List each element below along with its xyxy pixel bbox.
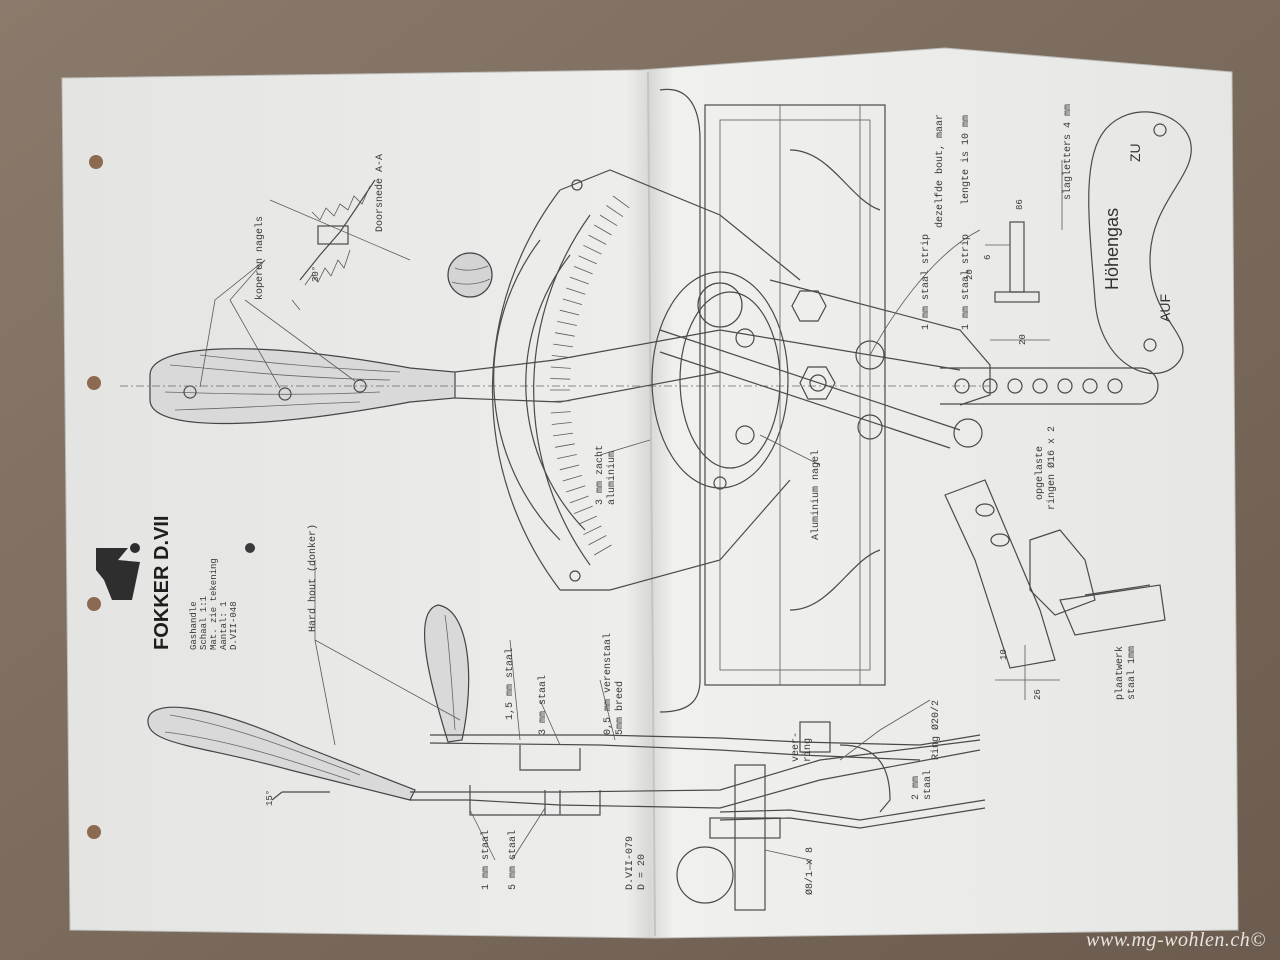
quadrant-tooth xyxy=(550,366,571,369)
svg-text:Doorsnede A-A: Doorsnede A-A xyxy=(374,154,386,232)
quadrant-tooth xyxy=(569,495,589,504)
drawing-title: FOKKER D.VII xyxy=(151,516,173,650)
svg-text:Schaal 1:1: Schaal 1:1 xyxy=(199,596,209,650)
svg-text:15°: 15° xyxy=(265,790,275,806)
svg-text:Aantal: 1: Aantal: 1 xyxy=(219,601,229,650)
quadrant-tooth xyxy=(554,443,575,448)
svg-text:Hard hout (donker): Hard hout (donker) xyxy=(307,524,319,632)
svg-text:lengte is 10 mm: lengte is 10 mm xyxy=(960,115,972,205)
svg-text:86: 86 xyxy=(1015,199,1025,210)
quadrant-tooth xyxy=(593,224,612,236)
quadrant-tooth xyxy=(553,343,574,348)
svg-text:Gashandle: Gashandle xyxy=(189,601,199,650)
plate-label: Höhengas xyxy=(1102,208,1122,290)
svg-text:aluminium: aluminium xyxy=(606,451,618,505)
svg-text:1 mm staal strip: 1 mm staal strip xyxy=(960,234,972,330)
quadrant-tooth xyxy=(559,309,580,316)
svg-text:ring: ring xyxy=(802,738,814,762)
quadrant-tooth xyxy=(593,544,612,556)
quadrant-tooth xyxy=(578,255,597,265)
drawing-number: D.VII-079 xyxy=(625,836,636,890)
lever-knob xyxy=(447,252,493,298)
svg-text:20: 20 xyxy=(965,269,975,280)
paper-sheet xyxy=(61,47,1239,939)
bracket-detail: 6 20 20 86 xyxy=(965,199,1050,345)
svg-text:2 mm: 2 mm xyxy=(911,776,922,800)
svg-text:plaatwerk: plaatwerk xyxy=(1114,646,1126,700)
quadrant-tooth xyxy=(573,505,593,514)
svg-text:staal 1mm: staal 1mm xyxy=(1126,646,1138,700)
svg-text:1,5 mm staal: 1,5 mm staal xyxy=(504,648,516,720)
quadrant-tooth xyxy=(550,378,571,380)
svg-text:Ring Ø20/2: Ring Ø20/2 xyxy=(930,700,942,760)
svg-text:30°: 30° xyxy=(311,266,321,282)
svg-text:3 mm staal: 3 mm staal xyxy=(537,675,549,735)
paper-fold xyxy=(647,71,656,937)
quadrant-tooth xyxy=(557,454,577,459)
punch-hole xyxy=(87,376,101,390)
quadrant-tooth xyxy=(578,515,597,525)
quadrant-tooth xyxy=(588,535,607,546)
punch-hole xyxy=(89,155,103,169)
quadrant-tooth xyxy=(550,411,571,414)
quadrant-tooth xyxy=(583,525,602,536)
svg-text:Mat. zie tekening: Mat. zie tekening xyxy=(209,558,219,650)
quadrant-tooth xyxy=(606,205,624,218)
quadrant-tooth xyxy=(553,432,574,437)
svg-text:AUF: AUF xyxy=(1157,294,1173,322)
quadrant-tooth xyxy=(554,332,575,337)
svg-text:ringen Ø16 x 2: ringen Ø16 x 2 xyxy=(1046,426,1058,510)
svg-text:slagletters 4 mm: slagletters 4 mm xyxy=(1062,104,1074,200)
punch-hole xyxy=(87,597,101,611)
quadrant-tooth xyxy=(562,475,583,482)
svg-text:opgelaste: opgelaste xyxy=(1034,446,1046,500)
svg-text:veer-: veer- xyxy=(791,732,802,762)
svg-text:1 mm staal: 1 mm staal xyxy=(480,830,492,890)
hoehengas-plate: Höhengas ZU AUF slagletters 4 mm xyxy=(1061,104,1192,375)
svg-text:6: 6 xyxy=(983,255,993,260)
quadrant-tooth xyxy=(573,266,593,275)
svg-text:5mm breed: 5mm breed xyxy=(614,681,626,735)
svg-text:D.VII-048: D.VII-048 xyxy=(229,601,239,650)
svg-text:D = 20: D = 20 xyxy=(637,854,648,890)
svg-text:3 mm zacht: 3 mm zacht xyxy=(594,445,606,505)
knob-side-view xyxy=(424,604,470,743)
quadrant-tooth xyxy=(559,464,580,471)
svg-text:0,5 mm verenstaal: 0,5 mm verenstaal xyxy=(602,633,614,735)
title-block: FOKKER D.VII Gashandle Schaal 1:1 Mat. z… xyxy=(96,516,255,650)
adjustment-holes xyxy=(954,378,1123,394)
svg-text:Ø8/1 x 8: Ø8/1 x 8 xyxy=(804,847,816,895)
quadrant-sector xyxy=(491,189,561,591)
svg-text:dezelfde bout, maar: dezelfde bout, maar xyxy=(934,114,946,228)
section-a-a: 30° Doorsnede A-A xyxy=(269,154,411,311)
punch-hole xyxy=(87,825,101,839)
quadrant-tooth xyxy=(599,214,618,227)
quadrant-tooth xyxy=(566,287,586,295)
svg-text:staal: staal xyxy=(922,770,934,800)
quadrant-tooth xyxy=(612,195,630,209)
quadrant-tooth xyxy=(588,234,607,245)
svg-text:ZU: ZU xyxy=(1127,143,1143,162)
callout-koperen-nagels: koperen nagels xyxy=(254,216,266,300)
quadrant-tooth xyxy=(551,355,572,358)
quadrant-tooth xyxy=(566,485,586,493)
svg-text:26: 26 xyxy=(1033,689,1043,700)
quadrant-tooth xyxy=(550,400,571,402)
quadrant-tooth xyxy=(562,298,583,305)
stop-detail-3d: 10 26 opgelaste ringen Ø16 x 2 plaatwerk… xyxy=(944,426,1166,700)
quadrant-tooth xyxy=(583,244,602,255)
svg-text:20: 20 xyxy=(1018,334,1028,345)
quadrant-tooth xyxy=(557,321,577,326)
svg-text:5 mm staal: 5 mm staal xyxy=(507,830,519,890)
quadrant-tooth xyxy=(551,422,572,425)
svg-text:Aluminium nagel: Aluminium nagel xyxy=(810,450,822,540)
watermark: www.mg-wohlen.ch© xyxy=(1086,929,1266,951)
svg-text:10: 10 xyxy=(999,649,1009,660)
svg-text:1 mm staal strip: 1 mm staal strip xyxy=(920,234,932,330)
quadrant-tooth xyxy=(569,276,589,285)
